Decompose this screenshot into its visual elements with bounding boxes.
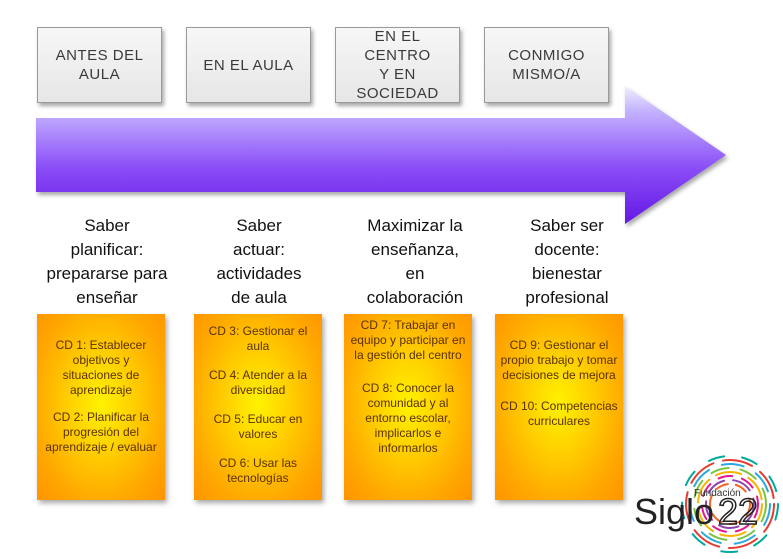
goal-be-teacher: Saber ser docente: bienestar profesional [525,216,609,307]
stage-myself: CONMIGO MISMO/A [484,27,609,103]
stage-in-classroom: EN EL AULA [186,27,311,103]
competency-cd7: CD 7: Trabajar en equipo y participar en… [350,318,466,362]
goal-plan: Saber planificar: prepararse para enseña… [46,216,168,307]
goal-act: Saber actuar: actividades de aula [216,216,302,307]
competency-box-4: CD 9: Gestionar el propio trabajo y toma… [495,314,623,500]
logo-number: 22 [718,491,758,532]
logo-small-text: Fundación [694,488,741,499]
goal-maximize: Maximizar la enseñanza, en colaboración [366,216,464,307]
fundacion-siglo22-logo: Fundación Siglo 22 [634,455,779,553]
logo-main-text: Siglo [634,491,714,532]
competency-cd2: CD 2: Planificar la progresión del apren… [45,410,157,454]
competency-box-1: CD 1: Establecer objetivos y situaciones… [37,314,165,500]
competency-cd10: CD 10: Competencias curriculares [500,399,618,428]
competency-cd3: CD 3: Gestionar el aula [208,324,308,353]
stage-before-classroom: ANTES DEL AULA [37,27,162,103]
stage-center-society: EN EL CENTRO Y EN SOCIEDAD [335,27,460,103]
competency-box-3: CD 7: Trabajar en equipo y participar en… [344,314,472,500]
competency-cd1: CD 1: Establecer objetivos y situaciones… [55,338,147,397]
competency-cd9: CD 9: Gestionar el propio trabajo y toma… [500,338,618,382]
competency-cd8: CD 8: Conocer la comunidad y al entorno … [361,381,455,455]
competency-box-2: CD 3: Gestionar el aula CD 4: Atender a … [194,314,322,500]
competency-cd5: CD 5: Educar en valores [213,412,303,441]
competency-cd6: CD 6: Usar las tecnologías [218,456,298,485]
competency-cd4: CD 4: Atender a la diversidad [208,368,308,397]
